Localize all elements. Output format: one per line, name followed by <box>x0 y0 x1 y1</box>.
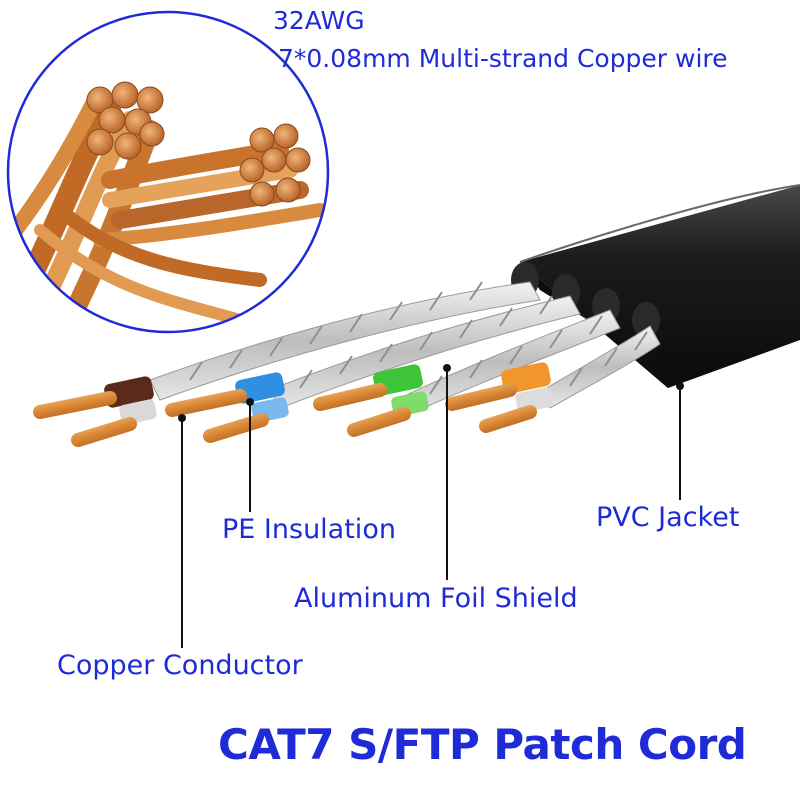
product-title: CAT7 S/FTP Patch Cord <box>218 720 747 769</box>
spec-strand-label: 7*0.08mm Multi-strand Copper wire <box>278 44 728 73</box>
pe-insulation-label: PE Insulation <box>222 514 396 545</box>
aluminum-foil-shield-label: Aluminum Foil Shield <box>294 583 578 614</box>
foil-shield-pairs <box>149 281 661 415</box>
pair-blue <box>165 372 289 443</box>
leader-dots <box>178 364 684 422</box>
pair-orange <box>445 362 553 433</box>
pair-brown <box>33 376 157 447</box>
copper-conductor-label: Copper Conductor <box>57 650 303 681</box>
pvc-jacket-label: PVC Jacket <box>596 502 740 533</box>
spec-gauge-label: 32AWG <box>273 6 365 35</box>
pair-green <box>313 364 429 437</box>
leader-lines <box>181 368 681 648</box>
strand-ends-right <box>239 123 311 207</box>
strand-closeup <box>6 10 330 334</box>
strand-ends-left <box>86 81 165 160</box>
pvc-jacket <box>511 184 800 388</box>
